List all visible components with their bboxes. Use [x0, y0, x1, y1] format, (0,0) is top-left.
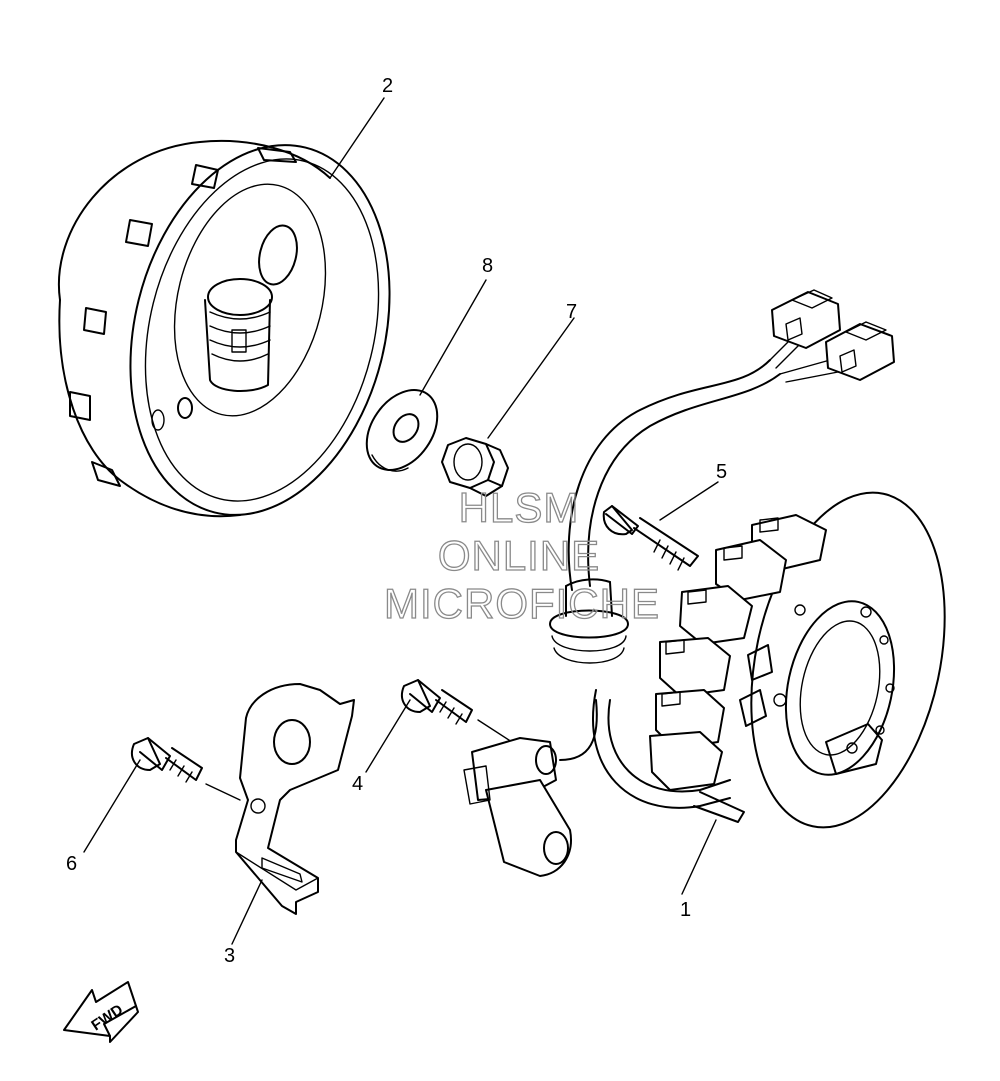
- callout-4: 4: [352, 773, 363, 795]
- callout-5: 5: [716, 461, 727, 483]
- part-3-bracket[interactable]: [231, 683, 355, 945]
- callout-3: 3: [224, 945, 235, 967]
- part-2-flywheel-rotor[interactable]: [57, 97, 427, 543]
- callout-labels: 1 2 3 4 5 6 7 8: [66, 75, 727, 967]
- callout-6: 6: [66, 853, 77, 875]
- pickup-coil: [463, 699, 598, 877]
- part-5-bolt[interactable]: [602, 481, 719, 571]
- part-4-screw[interactable]: [365, 679, 513, 773]
- part-1-stator-assembly[interactable]: [592, 475, 973, 895]
- watermark-line-1: HLSM: [459, 484, 580, 531]
- callout-7: 7: [566, 301, 577, 323]
- connector-upper: [771, 289, 841, 349]
- fwd-direction-arrow: FWD: [63, 981, 139, 1043]
- part-7-nut[interactable]: [441, 317, 575, 497]
- callout-1: 1: [680, 899, 691, 921]
- watermark-line-2: ONLINE: [438, 532, 600, 579]
- callout-8: 8: [482, 255, 493, 277]
- part-6-screw[interactable]: [83, 737, 241, 853]
- watermark-line-3: MICROFICHE: [384, 580, 660, 627]
- callout-2: 2: [382, 75, 393, 97]
- watermark: HLSM ONLINE MICROFICHE: [383, 483, 660, 627]
- connector-lower: [825, 321, 895, 381]
- wire-harness: [549, 339, 839, 664]
- stator-coils: [649, 514, 827, 791]
- part-8-washer[interactable]: [352, 279, 487, 483]
